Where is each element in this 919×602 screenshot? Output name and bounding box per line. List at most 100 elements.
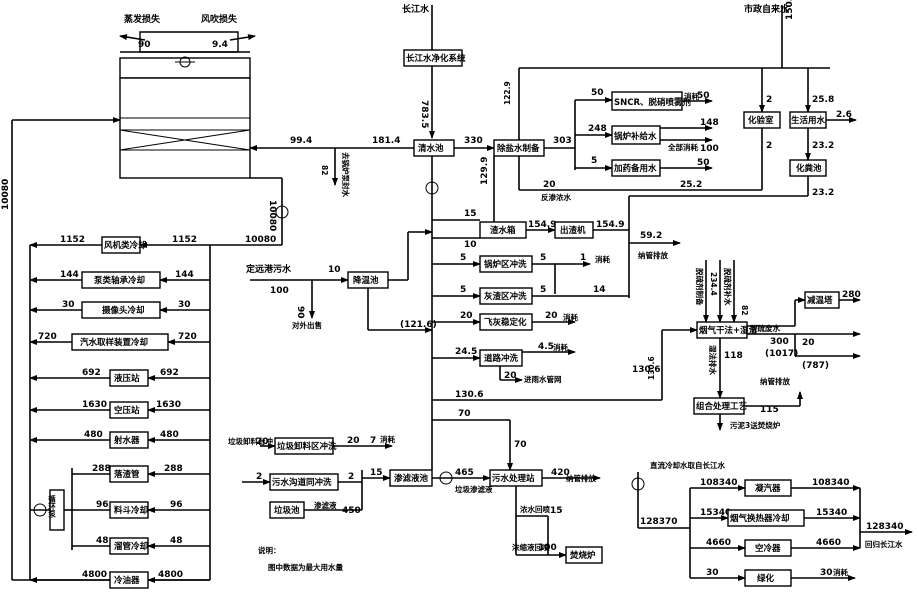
- flow-15-a: 15: [464, 209, 477, 219]
- boiler-feed-box: 锅炉补给水: [613, 131, 657, 142]
- flow-50-c: 50: [697, 158, 710, 168]
- consume-label-b: 消耗: [595, 254, 610, 264]
- comp-air-box: 液压站: [114, 373, 140, 384]
- consume-label-a: 消耗: [684, 91, 699, 101]
- flow-787: (787): [802, 361, 829, 371]
- air-cooler-box: 空冷器: [755, 543, 781, 554]
- cooling-rows: 风机类冷却 1152 1152 泵类轴承冷却 144 144 摄像头冷却 30 …: [29, 235, 210, 589]
- unload-water-label: 垃圾卸料台冲: [228, 436, 273, 446]
- consume-label-e: 消耗: [380, 434, 395, 444]
- flow-30-c: 30: [706, 568, 719, 578]
- flow-1: 1: [580, 253, 586, 263]
- sewage-station-box: 污水处理站: [492, 473, 535, 484]
- fgt-in-b: 234.4: [709, 272, 718, 296]
- flow-2-c: 2: [256, 472, 262, 482]
- sewer-label-c: 纳管排放: [566, 473, 596, 483]
- cooling-tower: [119, 31, 251, 179]
- flow-10080-mid: 10080: [267, 200, 277, 231]
- flow-1630-b: 1630: [156, 400, 181, 410]
- flow-15340-a: 15340: [700, 508, 731, 518]
- flow-420: 420: [551, 468, 570, 478]
- road-wash-box: 道路冲洗: [484, 353, 519, 364]
- sludge-label: 污泥3送焚烧炉: [730, 420, 781, 430]
- fly-ash-box: 飞灰稳定化: [484, 317, 527, 328]
- flow-115: 115: [760, 405, 779, 415]
- flow-30-d: 30: [820, 568, 833, 578]
- wet-water-label: 湿法排水: [708, 345, 718, 375]
- desulf-box: 减温塔: [807, 295, 833, 306]
- flow-100-b: 100: [270, 286, 289, 296]
- flow-288-a: 288: [92, 464, 111, 474]
- yangtze-purify-box: 长江水净化系统: [406, 53, 466, 64]
- flow-23-2-b: 23.2: [812, 188, 834, 198]
- flow-280: 280: [842, 290, 861, 300]
- circ-pump-box: 循环泵: [47, 494, 56, 519]
- flow-20-e: 20: [802, 338, 815, 348]
- flow-10080-bot: 10080: [245, 235, 276, 245]
- flow-692-a: 692: [82, 368, 101, 378]
- flow-90-b: 90: [295, 306, 305, 319]
- garbage-tank-box: 垃圾池: [274, 505, 300, 516]
- flow-24-5: 24.5: [455, 347, 477, 357]
- flow-2-a: 2: [766, 95, 772, 105]
- flow-129-9: 129.9: [480, 157, 490, 185]
- flow-5-e: 5: [540, 285, 546, 295]
- flow-154-9-b: 154.9: [596, 220, 624, 230]
- flow-10: 10: [464, 240, 477, 250]
- slag-pipe-box: 落渣管: [114, 469, 140, 480]
- fan-cool-box: 风机类冷却: [104, 240, 147, 251]
- flow-96-b: 96: [170, 500, 183, 510]
- flow-121-6: (121.6): [400, 320, 437, 330]
- bearing-cool-box: 烟气换热器冷却: [730, 513, 790, 524]
- flow-70-a: 70: [458, 409, 471, 419]
- flow-30-a: 30: [62, 300, 75, 310]
- flow-25-2: 25.2: [680, 180, 702, 190]
- scr-box: SNCR、脱硝喷雾剂: [614, 97, 691, 108]
- evap-loss-label: 蒸发损失: [124, 13, 161, 25]
- municipal-water-label: 市政自来水: [744, 3, 790, 15]
- condenser-box: 凝汽器: [755, 483, 781, 494]
- flow-10080-left: 10080: [1, 179, 11, 210]
- boiler-pump-seal-label: 去锅炉泵封水: [341, 152, 351, 197]
- sewer-label-b: 纳管排放: [760, 376, 790, 386]
- clear-pool-box: 清水池: [418, 143, 444, 154]
- flow-99-4: 99.4: [290, 136, 312, 146]
- flow-4800-a: 4800: [82, 570, 107, 580]
- domestic-box: 生活用水: [791, 115, 826, 126]
- flow-5-b: 5: [460, 253, 466, 263]
- flow-144-b: 144: [175, 270, 194, 280]
- water-cool-box: 射水器: [113, 435, 140, 446]
- flow-2-d: 2: [348, 472, 354, 482]
- direct-cool-label: 直流冷却水取自长江水: [650, 460, 725, 470]
- flow-20-d: 20: [504, 371, 517, 381]
- flow-108340-b: 108340: [812, 478, 850, 488]
- flow-692-b: 692: [160, 368, 179, 378]
- flow-23-2-a: 23.2: [812, 141, 834, 151]
- wind-value: 9.4: [212, 40, 228, 50]
- flow-144-a: 144: [60, 270, 79, 280]
- flow-248: 248: [588, 124, 607, 134]
- flow-154-9-a: 154.9: [528, 220, 556, 230]
- pump-cool-box: 泵类轴承冷却: [94, 275, 145, 286]
- flow-130-6-a: 130.6: [455, 390, 483, 400]
- flow-2-b: 2: [766, 141, 772, 151]
- flow-50-b: 50: [697, 91, 710, 101]
- reclaim-label: 定远港污水: [245, 263, 292, 275]
- fgt-in-a: 脱硫剂制备: [695, 268, 705, 306]
- consume-label-c: 消耗: [563, 312, 578, 322]
- leach-label: 垃圾渗滤液: [455, 484, 493, 494]
- flow-128340: 128340: [866, 522, 904, 532]
- air-station-box: 空压站: [114, 405, 140, 416]
- flow-118: 118: [724, 351, 743, 361]
- flow-1017: (1017): [765, 349, 798, 359]
- flow-100-a: 100: [700, 144, 719, 154]
- flow-15-c: 15: [550, 506, 563, 516]
- flow-122-9: 122.9: [503, 81, 512, 105]
- return-river-label: 回归长江水: [865, 539, 903, 549]
- incinerator-box: 焚烧炉: [569, 550, 596, 561]
- reuse-b-label: 浓缩液回喷: [512, 542, 550, 552]
- ash-wash-box: 灰渣区冲洗: [484, 291, 527, 302]
- slag-machine-box: 出渣机: [560, 225, 586, 236]
- combo-box: 组合处理工艺: [696, 401, 748, 412]
